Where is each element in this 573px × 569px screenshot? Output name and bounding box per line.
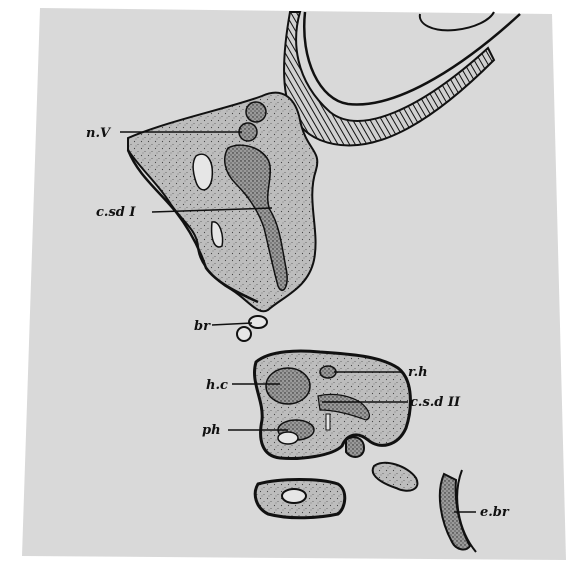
- lobe-right: [346, 437, 364, 457]
- branchial-vessel-1: [249, 316, 267, 328]
- heart-cavity: [266, 368, 310, 404]
- label-ph: ph: [202, 423, 221, 438]
- rh-body: [320, 366, 336, 378]
- label-rh: r.h: [408, 365, 428, 380]
- small-bar: [326, 414, 330, 430]
- label-hc: h.c: [206, 378, 228, 393]
- pharynx-lumen: [278, 432, 298, 444]
- label-ebr: e.br: [480, 505, 510, 520]
- nerve-v-ganglion-upper: [246, 102, 266, 122]
- label-csd2: c.s.d II: [410, 395, 461, 410]
- label-nV: n.V: [86, 126, 112, 141]
- label-br: br: [194, 319, 211, 334]
- bottom-lumen: [282, 489, 306, 503]
- branchial-vessel-2: [237, 327, 251, 341]
- label-csd1: c.sd I: [96, 205, 136, 220]
